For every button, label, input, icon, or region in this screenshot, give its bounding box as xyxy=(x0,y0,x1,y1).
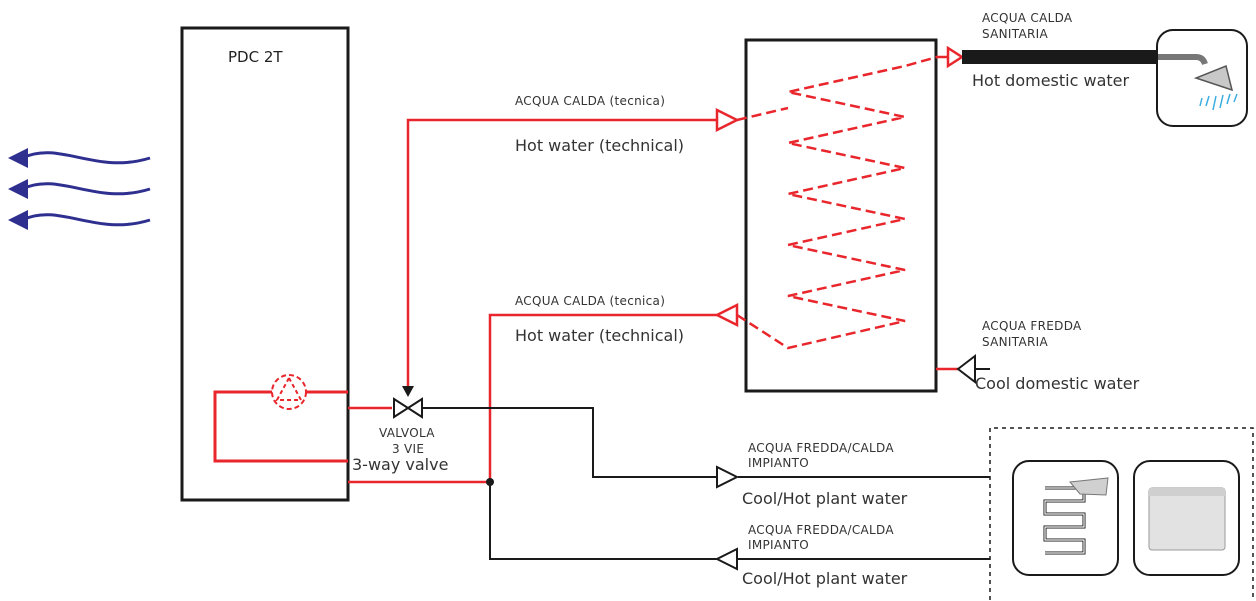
flow-markers-hot xyxy=(714,107,740,328)
airflow-arrows-icon xyxy=(8,148,151,230)
hot-domestic-label-it-2: SANITARIA xyxy=(982,27,1048,41)
hot-technical-upper-label-it: ACQUA CALDA (tecnica) xyxy=(515,94,665,108)
cold-domestic-marker xyxy=(956,353,976,385)
flow-markers-plant xyxy=(714,465,740,571)
circulation-pump-icon xyxy=(271,374,307,410)
plant-lower-label-it-1: ACQUA FREDDA/CALDA xyxy=(748,523,894,537)
hot-domestic-label-en: Hot domestic water xyxy=(972,71,1130,90)
cold-domestic-label-it-2: SANITARIA xyxy=(982,335,1048,349)
plant-upper-label-it-2: IMPIANTO xyxy=(748,456,809,470)
hot-technical-lower-label-en: Hot water (technical) xyxy=(515,326,684,345)
valve-label-it-1: VALVOLA xyxy=(379,426,435,440)
hot-domestic-label-it-1: ACQUA CALDA xyxy=(982,11,1073,25)
cold-domestic-label-en: Cool domestic water xyxy=(975,374,1140,393)
underfloor-heating-icon xyxy=(1012,460,1119,576)
hot-water-pipes xyxy=(348,118,717,484)
pipe-junction xyxy=(486,478,494,486)
shower-icon xyxy=(1156,29,1248,127)
plant-lower-label-it-2: IMPIANTO xyxy=(748,538,809,552)
valve-label-it-2: 3 VIE xyxy=(392,442,424,456)
valve-label-en: 3-way valve xyxy=(352,455,448,474)
plant-upper-label-en: Cool/Hot plant water xyxy=(742,489,908,508)
hot-domestic-pipe xyxy=(962,50,1158,64)
heat-pump-unit xyxy=(180,26,350,502)
heating-coil xyxy=(736,55,938,350)
storage-tank xyxy=(744,38,938,393)
plant-lower-label-en: Cool/Hot plant water xyxy=(742,569,908,588)
plant-upper-label-it-1: ACQUA FREDDA/CALDA xyxy=(748,441,894,455)
hot-technical-lower-label-it: ACQUA CALDA (tecnica) xyxy=(515,294,665,308)
plant-water-pipes xyxy=(422,407,990,560)
flow-arrow xyxy=(402,386,414,397)
coil-return xyxy=(736,106,789,122)
hot-technical-upper-label-en: Hot water (technical) xyxy=(515,136,684,155)
terminal-enclosure xyxy=(989,427,1254,600)
cold-domestic-label-it-1: ACQUA FREDDA xyxy=(982,319,1082,333)
hot-domestic-marker xyxy=(946,45,965,69)
three-way-valve-icon xyxy=(393,397,423,419)
radiator-icon xyxy=(1133,460,1240,576)
unit-label: PDC 2T xyxy=(228,48,283,66)
